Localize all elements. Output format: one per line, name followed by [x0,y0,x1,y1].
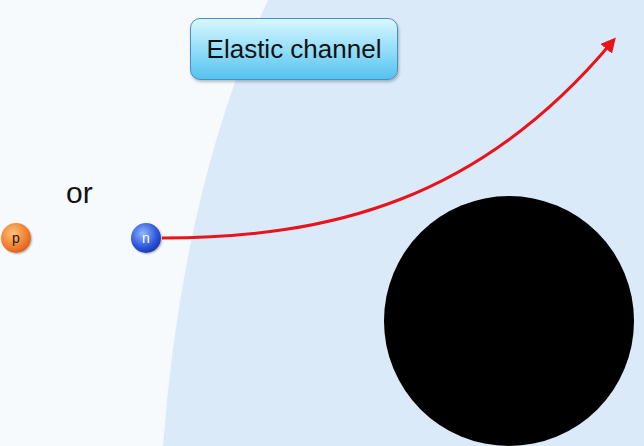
particle-letter: p [12,230,20,246]
proton-ball: p [1,223,31,253]
box-title: Elastic channel [207,34,382,65]
or-label: or [66,176,93,210]
particle-letter: n [142,230,150,246]
neutron-ball: n [131,223,161,253]
nucleus-disc [384,196,634,446]
channel-box: Elastic channel [190,18,398,80]
